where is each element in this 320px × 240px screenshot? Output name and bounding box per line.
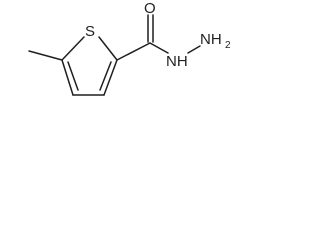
amine-subscript: 2 xyxy=(225,40,231,51)
bond-c2-c3 xyxy=(103,59,118,96)
bond-c2-c3-inner xyxy=(99,61,112,91)
amine-nitrogen-label: NH xyxy=(200,31,222,48)
bond-n-n xyxy=(187,45,201,54)
bond-carbonyl-n xyxy=(149,42,169,54)
thiophene-ring xyxy=(61,36,118,96)
oxygen-label: O xyxy=(144,0,156,17)
bond-s-c2 xyxy=(98,36,118,61)
bond-c4-c5-inner xyxy=(67,61,79,91)
structure-diagram: S O NH NH 2 xyxy=(28,0,231,96)
bond-c4-c5 xyxy=(61,59,74,96)
bond-c5-s xyxy=(61,36,85,61)
sulfur-label: S xyxy=(85,23,95,40)
amide-nitrogen-label: NH xyxy=(166,53,188,70)
methyl-bond xyxy=(28,50,63,61)
bond-c2-carbonyl xyxy=(116,42,151,61)
